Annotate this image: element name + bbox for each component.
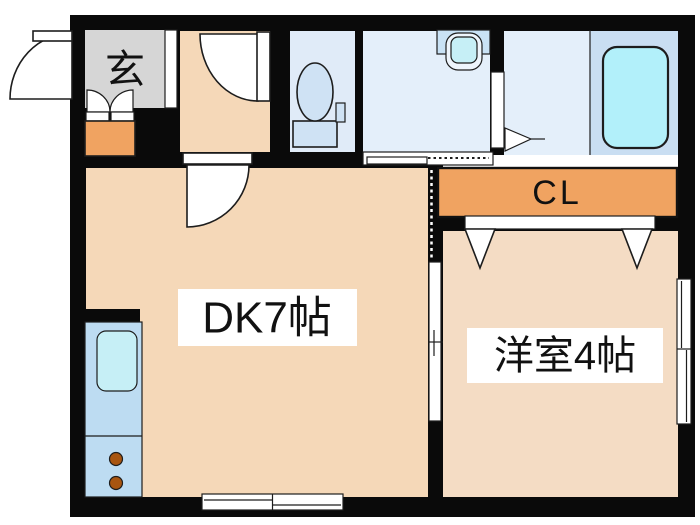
- entry-door-leaf: [32, 30, 73, 42]
- shoe-cabinet-door-leaf: [110, 111, 135, 122]
- closet-doors-icon: [620, 228, 654, 271]
- wall-hall-toilet: [270, 30, 290, 155]
- toilet-flush-handle: [335, 102, 346, 123]
- washbasin: [436, 29, 491, 71]
- dk-door-swing-icon: [186, 164, 250, 228]
- sliding-door-panel: [366, 156, 428, 165]
- stove-burners-icon: [108, 451, 124, 467]
- window-icon: [676, 278, 692, 425]
- washbasin-bowl: [450, 36, 478, 64]
- western-room-label: 洋室4帖: [494, 334, 636, 378]
- toilet-icon: [296, 62, 334, 122]
- washroom-sliding-door: [362, 151, 494, 166]
- kitchen-sink-icon: [96, 330, 138, 392]
- entrance-step: [164, 29, 178, 109]
- labels: DK7帖 洋室4帖: [178, 289, 663, 383]
- western-room-label-bg: [467, 328, 663, 383]
- bathtub-icon: [601, 45, 670, 150]
- wall-toilet-washroom: [355, 30, 363, 155]
- entry-door-swing-icon: [9, 32, 73, 100]
- hallway-door-leaf: [256, 31, 271, 102]
- dk-label: DK7帖: [202, 294, 332, 343]
- shoe-cabinet-doors-icon: [109, 89, 134, 113]
- hallway-door-swing-icon: [199, 33, 259, 102]
- closet-doors-icon: [463, 228, 497, 271]
- dk-label-bg: [178, 289, 357, 346]
- wall-right: [678, 15, 695, 517]
- closet: [436, 166, 679, 219]
- entrance-area: 玄: [9, 29, 178, 157]
- shoe-cabinet-door-leaf: [85, 111, 110, 122]
- closet-lintel: [464, 215, 656, 230]
- bathroom-door-jamb: [490, 71, 505, 149]
- wall-kitchen-stub: [70, 309, 140, 322]
- bathroom: [490, 30, 670, 155]
- wall-top-strip: [85, 152, 443, 168]
- closet-label: CL: [532, 174, 581, 212]
- shoe-cabinet: [84, 120, 136, 157]
- stove-burners-icon: [108, 475, 124, 491]
- dk-door-leaf: [182, 152, 253, 165]
- dk-western-partition: [428, 170, 443, 422]
- bathroom-folding-door-icon: [504, 127, 533, 152]
- closet-area: CL: [436, 166, 679, 271]
- windows: [201, 278, 692, 511]
- toilet-fixture: [292, 62, 346, 148]
- entrance-label: 玄: [105, 48, 145, 92]
- wall-top: [72, 15, 695, 31]
- wall-bottom: [70, 497, 695, 517]
- kitchen-area: [84, 321, 143, 498]
- toilet-tank: [292, 120, 338, 148]
- doors: [182, 31, 271, 228]
